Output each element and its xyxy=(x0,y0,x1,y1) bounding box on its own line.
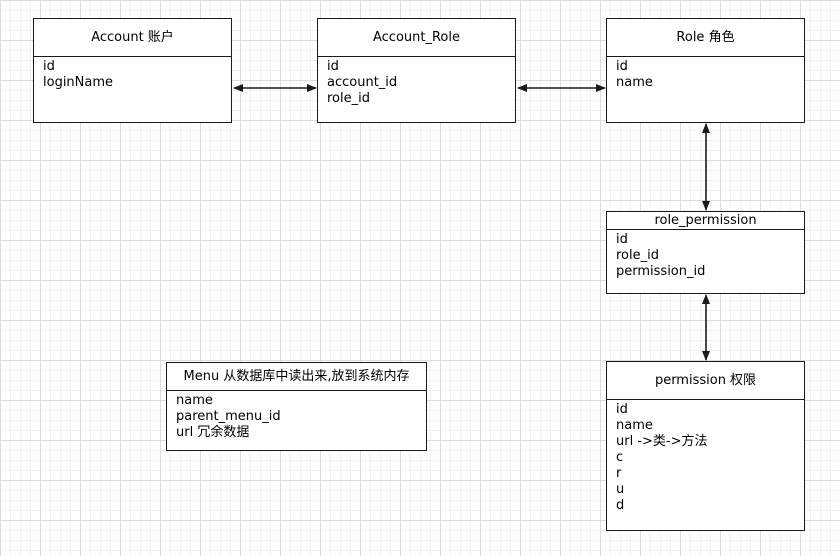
field-permission-url: url ->类->方法 xyxy=(616,434,708,449)
entity-menu-title: Menu 从数据库中读出来,放到系统内存 xyxy=(167,363,426,391)
field-account-loginname: loginName xyxy=(43,75,114,90)
entity-permission-title: permission 权限 xyxy=(607,362,804,400)
entity-account-role-title: Account_Role xyxy=(318,19,515,57)
field-role-name: name xyxy=(616,75,653,90)
entity-account-role-fields: id account_id role_id xyxy=(318,57,515,107)
entity-role-permission-fields: id role_id permission_id xyxy=(607,230,804,280)
field-permission-r: r xyxy=(616,466,622,481)
field-permission-d: d xyxy=(616,498,625,513)
entity-role-fields: id name xyxy=(607,57,804,91)
entity-role[interactable]: Role 角色 id name xyxy=(606,18,805,123)
entity-account-title: Account 账户 xyxy=(34,19,231,57)
field-role-permission-role-id: role_id xyxy=(616,248,659,263)
entity-role-title: Role 角色 xyxy=(607,19,804,57)
field-account-role-account-id: account_id xyxy=(327,75,398,90)
field-permission-u: u xyxy=(616,482,625,497)
field-account-role-role-id: role_id xyxy=(327,91,370,106)
field-role-permission-permission-id: permission_id xyxy=(616,264,706,279)
field-role-id: id xyxy=(616,59,628,74)
entity-account-role[interactable]: Account_Role id account_id role_id xyxy=(317,18,516,123)
entity-menu[interactable]: Menu 从数据库中读出来,放到系统内存 name parent_menu_id… xyxy=(166,362,427,451)
field-menu-name: name xyxy=(176,393,213,408)
entity-permission[interactable]: permission 权限 id name url ->类->方法 c r u … xyxy=(606,361,805,531)
entity-role-permission-title: role_permission xyxy=(607,212,804,230)
field-account-role-id: id xyxy=(327,59,339,74)
field-account-id: id xyxy=(43,59,55,74)
field-permission-id: id xyxy=(616,402,628,417)
field-role-permission-id: id xyxy=(616,232,628,247)
field-permission-c: c xyxy=(616,450,624,465)
entity-account[interactable]: Account 账户 id loginName xyxy=(33,18,232,123)
entity-role-permission[interactable]: role_permission id role_id permission_id xyxy=(606,211,805,294)
field-menu-parent-menu-id: parent_menu_id xyxy=(176,409,281,424)
entity-menu-fields: name parent_menu_id url 冗余数据 xyxy=(167,391,426,441)
field-permission-name: name xyxy=(616,418,653,433)
entity-account-fields: id loginName xyxy=(34,57,231,91)
entity-permission-fields: id name url ->类->方法 c r u d xyxy=(607,400,804,514)
field-menu-url: url 冗余数据 xyxy=(176,425,250,440)
